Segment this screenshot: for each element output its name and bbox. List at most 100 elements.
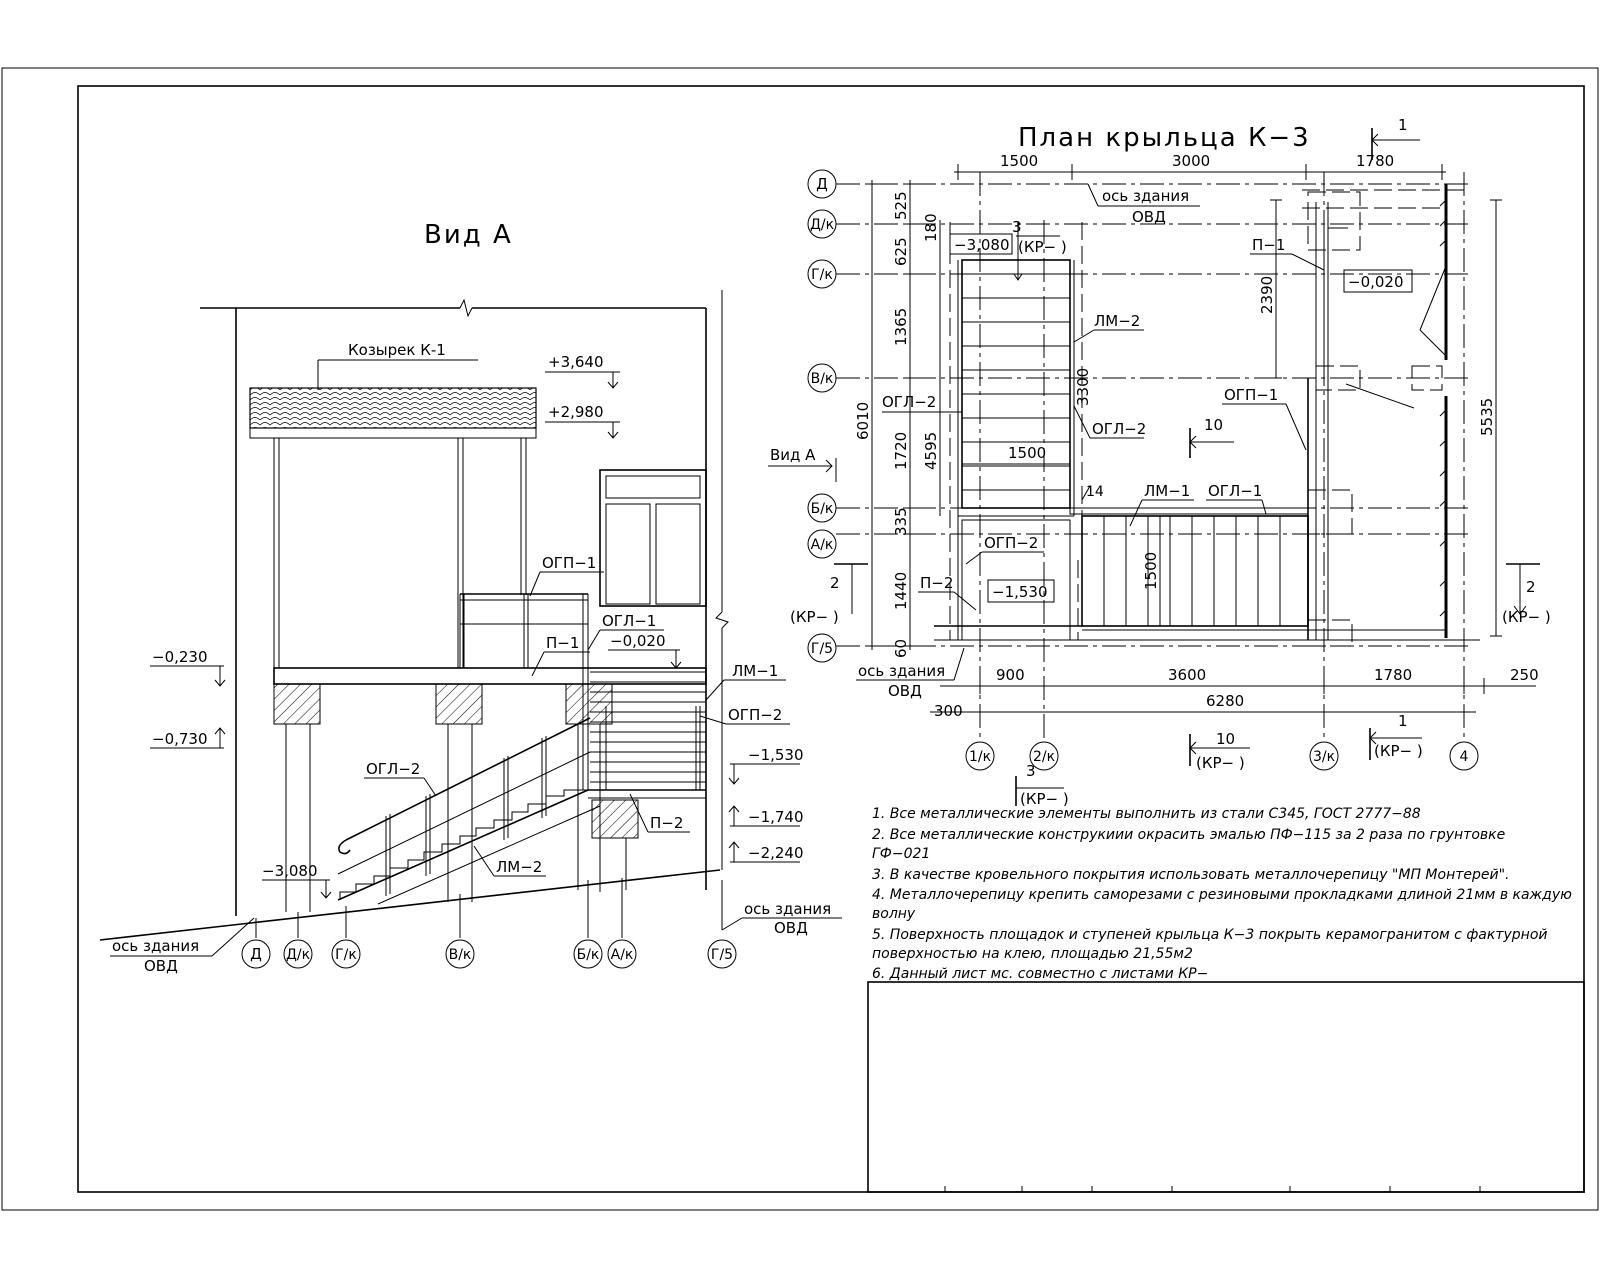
sec10-bot-ref: (КР− ) bbox=[1196, 754, 1245, 772]
label-ogp2-a: ОГП−2 bbox=[728, 706, 782, 724]
elev-m0230: −0,230 bbox=[152, 648, 208, 666]
upper-railing bbox=[459, 593, 589, 790]
general-notes: 1. Все металлические элементы выполнить … bbox=[872, 806, 1572, 982]
plan-stair-lm2 bbox=[949, 222, 1083, 640]
sec1-top-num: 1 bbox=[1398, 116, 1408, 134]
axis-bubble bbox=[331, 939, 361, 969]
dim-2390: 2390 bbox=[1258, 276, 1276, 314]
row-axis-bubble bbox=[807, 529, 837, 559]
plan-axis-bot-2: ОВД bbox=[888, 682, 922, 700]
row-axis-bubble bbox=[807, 363, 837, 393]
axis-left-1: ось здания bbox=[112, 937, 199, 955]
axis-bubble bbox=[707, 939, 737, 969]
col-axis-bubble bbox=[1029, 741, 1059, 771]
dim-14: 14 bbox=[1086, 484, 1104, 500]
note-line: 3. В качестве кровельного покрытия испол… bbox=[872, 867, 1510, 883]
label-lm2-a: ЛМ−2 bbox=[496, 858, 542, 876]
col-axis-bubble bbox=[1449, 741, 1479, 771]
bottom-dim: 3600 bbox=[1168, 666, 1206, 684]
label-p1-a: П−1 bbox=[546, 634, 579, 652]
elev-m0730: −0,730 bbox=[152, 730, 208, 748]
row-axis-bubble bbox=[807, 169, 837, 199]
canopy bbox=[249, 387, 537, 668]
dim-3300: 3300 bbox=[1074, 368, 1092, 406]
lower-landing bbox=[588, 789, 706, 892]
label-ogp1-a: ОГП−1 bbox=[542, 554, 596, 572]
label-p2-plan: П−2 bbox=[920, 574, 953, 592]
plan-axis-top-1: ось здания bbox=[1102, 187, 1189, 205]
axis-bubble bbox=[241, 939, 271, 969]
top-dim: 3000 bbox=[1172, 152, 1210, 170]
top-dimensions: 1500 3000 1780 bbox=[954, 152, 1446, 180]
section-marks-bottom: 10 (КР− ) 1 (КР− ) 3 (КР− ) bbox=[1015, 712, 1423, 808]
axis-right-2: ОВД bbox=[774, 919, 808, 937]
note-line: 2. Все металлические конструкиии окрасит… bbox=[872, 827, 1505, 843]
label-ogp1-plan: ОГП−1 bbox=[1224, 386, 1278, 404]
row-axis-label: В/к bbox=[811, 371, 834, 387]
sec2-left-ref: (КР− ) bbox=[790, 608, 839, 626]
elev-m0020-a: −0,020 bbox=[610, 632, 666, 650]
row-axis-label: А/к bbox=[811, 537, 834, 553]
note-line: 1. Все металлические элементы выполнить … bbox=[872, 806, 1421, 822]
top-dim: 1780 bbox=[1356, 152, 1394, 170]
section-1-top: 1 bbox=[1371, 116, 1420, 160]
elev-canopy: +2,980 bbox=[548, 403, 604, 421]
dim-1500-b: 1500 bbox=[1142, 552, 1160, 590]
plan-leaders: ЛМ−2 ОГЛ−2 ОГЛ−2 П−1 ОГП−1 ЛМ−1 ОГЛ−1 ОГ… bbox=[882, 236, 1325, 611]
left-dim: 1440 bbox=[892, 572, 910, 610]
label-p1-plan: П−1 bbox=[1252, 236, 1285, 254]
top-dim: 1500 bbox=[1000, 152, 1038, 170]
row-axis-label: Г/к bbox=[811, 267, 833, 283]
bottom-dimensions: 900 3600 1780 250 6280 300 bbox=[930, 666, 1539, 720]
plan-k3: План крыльца К−3 1 Д bbox=[768, 116, 1551, 808]
ground-line bbox=[99, 869, 721, 941]
axis-label: Б/к bbox=[577, 947, 600, 963]
outer-frame bbox=[1, 67, 1599, 1211]
upper-platform bbox=[273, 667, 707, 912]
plan-title: План крыльца К−3 bbox=[1018, 123, 1311, 153]
bottom-dim: 900 bbox=[996, 666, 1025, 684]
elev-m1530-plan: −1,530 bbox=[992, 583, 1048, 601]
axis-right-1: ось здания bbox=[744, 900, 831, 918]
row-axis-bubble bbox=[807, 493, 837, 523]
stair-lm2 bbox=[337, 717, 601, 905]
view-a-leaders: ОГП−1 ОГЛ−1 П−1 ЛМ−1 ОГП−2 ОГЛ−2 ЛМ−2 П−… bbox=[364, 554, 790, 877]
sec2-right-ref: (КР− ) bbox=[1502, 608, 1551, 626]
dim-5535: 5535 bbox=[1478, 398, 1496, 436]
section-10-mid: 10 bbox=[1189, 416, 1234, 458]
row-axis-label: Д bbox=[816, 175, 828, 193]
axis-label: В/к bbox=[449, 947, 472, 963]
axis-bubble bbox=[607, 939, 637, 969]
axis-label: Г/5 bbox=[711, 947, 733, 963]
note-line: 5. Поверхность площадок и ступеней крыль… bbox=[872, 927, 1547, 943]
row-axis-bubble bbox=[807, 259, 837, 289]
elev-box-m1530 bbox=[987, 579, 1055, 603]
inner-frame bbox=[77, 85, 1585, 1193]
elev-m0020-plan: −0,020 bbox=[1348, 273, 1404, 291]
view-a: Вид А Козырек К-1 bbox=[99, 220, 842, 975]
label-lm2-plan: ЛМ−2 bbox=[1094, 312, 1140, 330]
sec1-bot-ref: (КР− ) bbox=[1374, 742, 1423, 760]
axis-label: Г/к bbox=[335, 947, 357, 963]
note-line: волну bbox=[872, 906, 916, 922]
dim-1500-a: 1500 bbox=[1008, 444, 1046, 462]
label-ogp2-plan: ОГП−2 bbox=[984, 534, 1038, 552]
col-axis-label: 4 bbox=[1460, 749, 1469, 765]
elev-marks-right: −0,020 −1,530 −1,740 −2,240 bbox=[608, 632, 804, 863]
view-a-mark-label: Вид А bbox=[770, 446, 816, 464]
label-ogl2-plan-b: ОГЛ−2 bbox=[1092, 420, 1146, 438]
left-dim: 180 bbox=[922, 213, 940, 242]
view-a-axis-bubbles: Д Д/к Г/к В/к Б/к А/к Г/5 bbox=[241, 878, 737, 969]
axis-bubble bbox=[283, 939, 313, 969]
col-axis-bubble bbox=[1309, 741, 1339, 771]
elev-box-m0020 bbox=[1343, 269, 1413, 293]
elev-m3080-plan: −3,080 bbox=[954, 236, 1010, 254]
col-axis-label: 2/к bbox=[1033, 749, 1055, 765]
label-ogl2-a: ОГЛ−2 bbox=[366, 760, 420, 778]
elev-m3080-a: −3,080 bbox=[262, 862, 318, 880]
note-line: поверхностью на клею, площадью 21,55м2 bbox=[872, 946, 1193, 962]
left-dim: 335 bbox=[892, 507, 910, 536]
axis-left-2: ОВД bbox=[144, 957, 178, 975]
label-p2-a: П−2 bbox=[650, 814, 683, 832]
sec1-bot-num: 1 bbox=[1398, 712, 1408, 730]
